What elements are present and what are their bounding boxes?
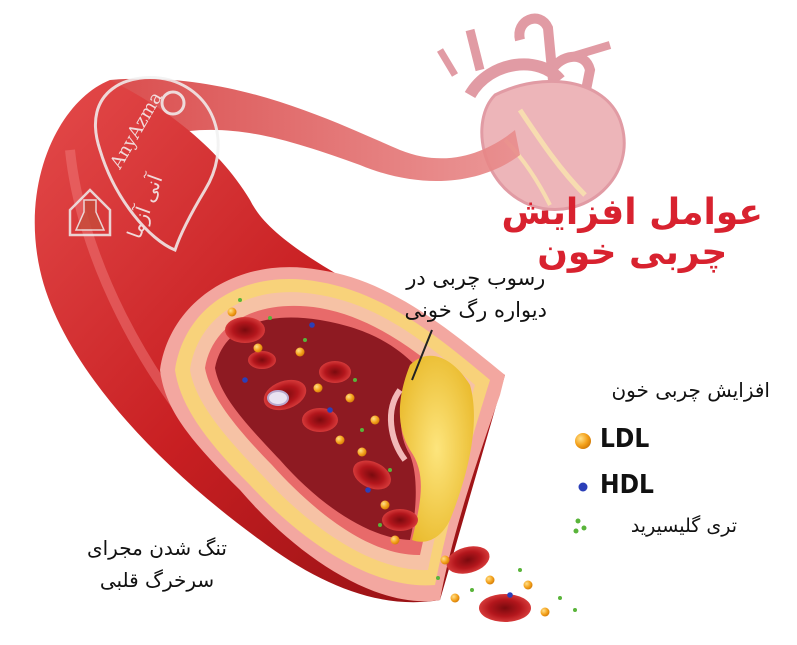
artery-cross-section <box>160 267 505 602</box>
page-title: عوامل افزایش چربی خون <box>501 193 763 273</box>
fatty-plaque <box>399 355 474 542</box>
narrowing-label: تنگ شدن مجرای سرخرگ قلبی <box>87 532 227 596</box>
legend-triglyceride-label: تری گلیسیرید <box>630 515 737 537</box>
deposit-label: رسوب چربی در دیواره رگ خونی <box>405 262 548 326</box>
title-line-1: عوامل افزایش <box>501 192 763 233</box>
legend-hdl-label: HDL <box>600 470 654 500</box>
deposit-pointer-line <box>411 329 433 381</box>
narrowing-label-line-2: سرخرگ قلبی <box>99 568 215 592</box>
deposit-label-line-2: دیواره رگ خونی <box>404 298 548 322</box>
heart-illustration <box>436 13 626 211</box>
red-blood-cells <box>225 317 531 622</box>
title-line-2: چربی خون <box>537 232 728 273</box>
narrowing-label-line-1: تنگ شدن مجرای <box>86 536 227 560</box>
orange-dot-icon <box>575 433 591 449</box>
deposit-label-line-1: رسوب چربی در <box>406 266 546 290</box>
legend-ldl-label: LDL <box>600 424 650 454</box>
green-dots-icon <box>573 518 587 534</box>
lipid-particles <box>227 298 577 617</box>
legend-title: افزایش چربی خون <box>611 378 770 402</box>
blue-dot-icon <box>578 482 588 492</box>
vessel-ribbon <box>110 78 520 182</box>
